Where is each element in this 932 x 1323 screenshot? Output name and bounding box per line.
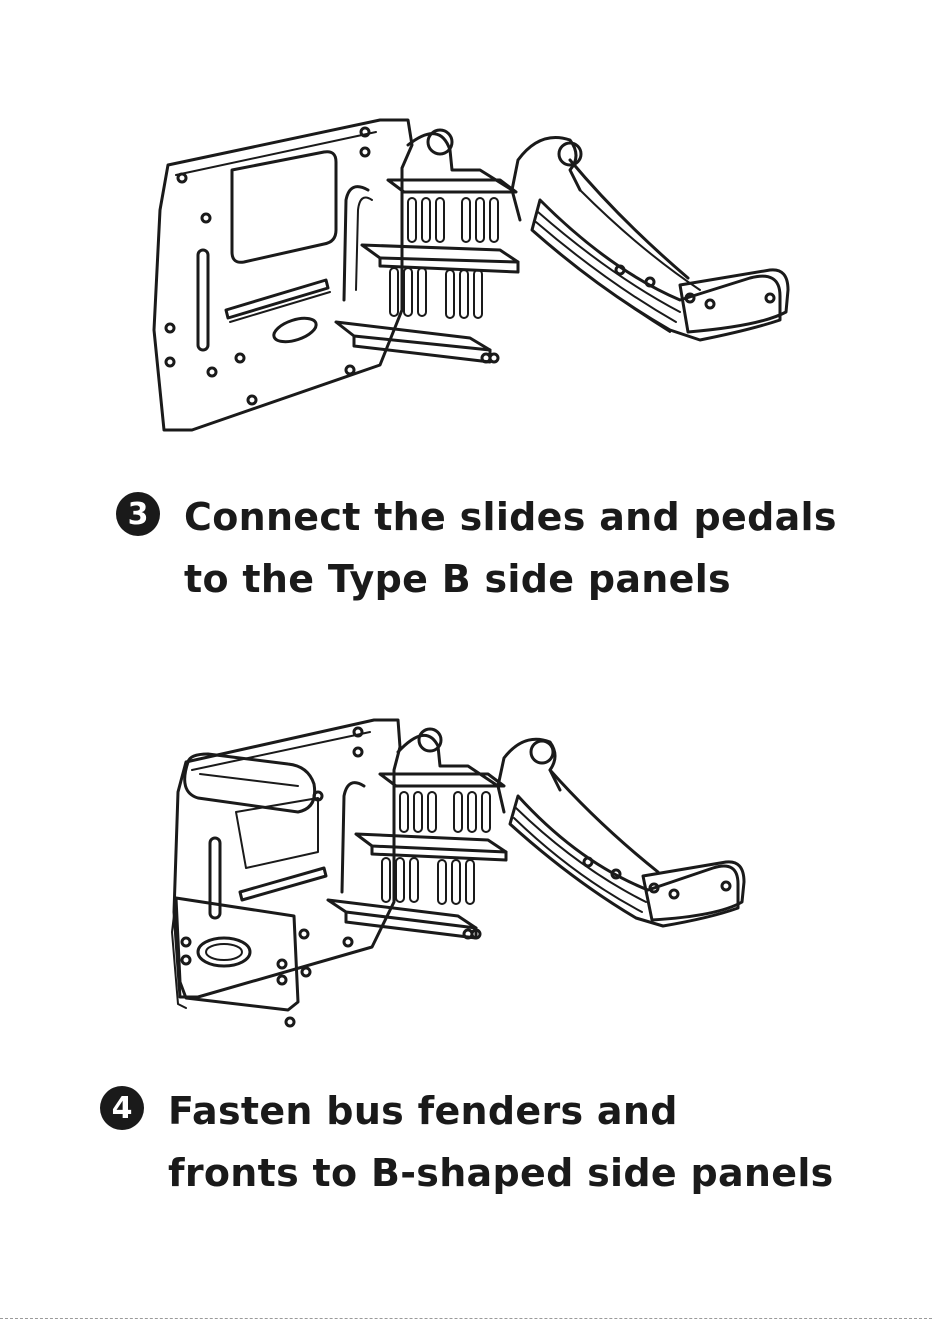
step-3-line-1: Connect the slides and pedals (184, 486, 837, 548)
step-4-line-1: Fasten bus fenders and (168, 1080, 834, 1142)
step-4-line-2: fronts to B-shaped side panels (168, 1142, 834, 1204)
step-number-badge: 3 (116, 492, 160, 536)
step-4: 4 Fasten bus fenders and fronts to B-sha… (100, 1080, 834, 1204)
step-3-line-2: to the Type B side panels (184, 548, 837, 610)
page-bottom-dashed-line (0, 1318, 932, 1319)
bus-fender-assembly-illustration (158, 712, 758, 1042)
step-3-instruction: Connect the slides and pedals to the Typ… (184, 486, 837, 610)
step-number-badge: 4 (100, 1086, 144, 1130)
slide-pedal-assembly-illustration (140, 100, 800, 450)
step-3: 3 Connect the slides and pedals to the T… (116, 486, 837, 610)
step-4-instruction: Fasten bus fenders and fronts to B-shape… (168, 1080, 834, 1204)
